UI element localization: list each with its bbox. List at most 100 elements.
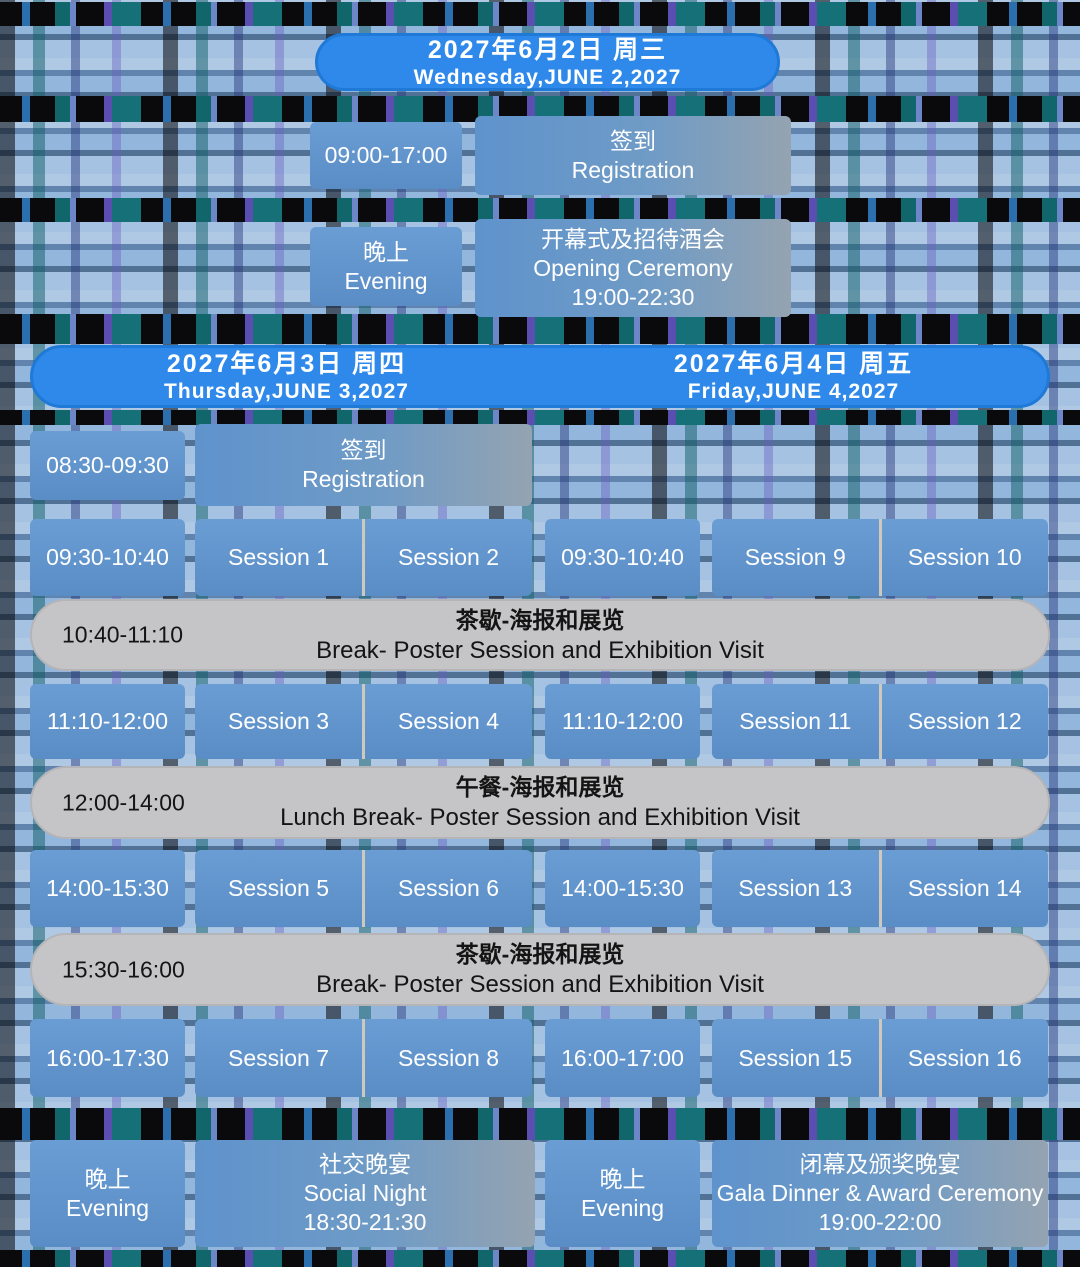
session-cell: Session 2 <box>362 519 532 596</box>
event-zh: 签到 <box>610 127 656 154</box>
event-en: Registration <box>571 156 695 183</box>
time-label: 09:30-10:40 <box>561 544 684 570</box>
thu-time-cell: 16:00-17:30 <box>30 1019 185 1097</box>
thursday-title-zh: 2027年6月3日 周四 <box>166 350 407 378</box>
thursday-title-en: Thursday,JUNE 3,2027 <box>164 380 409 403</box>
thu-evening-time-cell: 晚上 Evening <box>30 1140 185 1247</box>
thu-registration-event-cell: 签到 Registration <box>195 424 532 506</box>
session-cell: Session 16 <box>878 1019 1048 1097</box>
break-zh: 茶歇-海报和展览 <box>455 941 625 967</box>
session-cell: Session 13 <box>712 850 879 927</box>
event-en: Social Night <box>303 1180 427 1206</box>
social-night-cell: 社交晚宴 Social Night 18:30-21:30 <box>195 1140 535 1247</box>
glitch-band <box>0 314 1080 344</box>
time-en: Evening <box>580 1194 665 1221</box>
event-en: Opening Ceremony <box>533 254 733 281</box>
session-cell: Session 9 <box>712 519 879 596</box>
glitch-band <box>0 410 1080 425</box>
time-label: 14:00-15:30 <box>46 875 169 901</box>
friday-header: 2027年6月4日 周五 Friday,JUNE 4,2027 <box>540 349 1047 404</box>
fri-time-cell: 11:10-12:00 <box>545 684 700 759</box>
session-label: Session 12 <box>907 708 1022 734</box>
time-label: 14:00-15:30 <box>561 875 684 901</box>
wednesday-title-en: Wednesday,JUNE 2,2027 <box>413 65 682 89</box>
thursday-header: 2027年6月3日 周四 Thursday,JUNE 3,2027 <box>33 349 540 404</box>
session-label: Session 9 <box>744 544 846 570</box>
session-cell: Session 1 <box>195 519 362 596</box>
event-time: 19:00-22:00 <box>818 1209 942 1235</box>
session-cell: Session 6 <box>362 850 532 927</box>
break-en: Lunch Break- Poster Session and Exhibiti… <box>280 804 800 831</box>
thu-session-pair: Session 1 Session 2 <box>195 519 532 596</box>
session-cell: Session 10 <box>878 519 1048 596</box>
time-label: 16:00-17:30 <box>46 1044 169 1071</box>
thu-registration-time-cell: 08:30-09:30 <box>30 431 185 500</box>
fri-session-pair: Session 13 Session 14 <box>712 850 1048 927</box>
fri-time-cell: 09:30-10:40 <box>545 519 700 596</box>
glitch-band <box>0 2 1080 26</box>
wed-registration-event-cell: 签到 Registration <box>475 116 791 195</box>
fri-session-pair: Session 11 Session 12 <box>712 684 1048 759</box>
break-pill: 15:30-16:00 茶歇-海报和展览 Break- Poster Sessi… <box>30 933 1050 1006</box>
session-cell: Session 15 <box>712 1019 879 1097</box>
time-label: 08:30-09:30 <box>46 452 169 478</box>
session-label: Session 6 <box>397 875 499 901</box>
wednesday-title-zh: 2027年6月2日 周三 <box>427 35 668 64</box>
event-time: 18:30-21:30 <box>303 1209 427 1235</box>
session-label: Session 15 <box>738 1044 853 1071</box>
wed-registration-time-cell: 09:00-17:00 <box>310 122 462 189</box>
thu-time-cell: 11:10-12:00 <box>30 684 185 759</box>
session-cell: Session 5 <box>195 850 362 927</box>
thu-session-pair: Session 5 Session 6 <box>195 850 532 927</box>
glitch-band <box>0 1250 1080 1267</box>
thursday-friday-header: 2027年6月3日 周四 Thursday,JUNE 3,2027 2027年6… <box>30 345 1050 408</box>
session-cell: Session 4 <box>362 684 532 759</box>
event-en: Gala Dinner & Award Ceremony <box>716 1180 1044 1206</box>
wednesday-header: 2027年6月2日 周三 Wednesday,JUNE 2,2027 <box>315 33 780 91</box>
session-label: Session 4 <box>397 708 499 734</box>
time-label: 16:00-17:00 <box>561 1044 684 1071</box>
glitch-band <box>0 198 1080 222</box>
time-zh: 晚上 <box>599 1165 646 1192</box>
break-time: 15:30-16:00 <box>62 956 185 982</box>
time-en: Evening <box>344 267 428 294</box>
session-label: Session 11 <box>739 708 852 734</box>
session-label: Session 7 <box>227 1044 329 1071</box>
time-zh: 晚上 <box>363 238 409 265</box>
event-en: Registration <box>302 466 425 492</box>
session-label: Session 1 <box>227 544 329 570</box>
time-en: Evening <box>65 1194 150 1221</box>
wed-evening-time-cell: 晚上 Evening <box>310 227 462 306</box>
session-label: Session 10 <box>907 544 1022 570</box>
session-label: Session 5 <box>227 875 329 901</box>
fri-time-cell: 16:00-17:00 <box>545 1019 700 1097</box>
time-zh: 晚上 <box>84 1165 131 1192</box>
event-zh: 社交晚宴 <box>319 1151 411 1177</box>
session-label: Session 16 <box>907 1044 1022 1071</box>
break-en: Break- Poster Session and Exhibition Vis… <box>316 971 764 998</box>
event-zh: 签到 <box>340 437 387 463</box>
event-zh: 闭幕及颁奖晚宴 <box>799 1151 961 1177</box>
thu-time-cell: 09:30-10:40 <box>30 519 185 596</box>
thu-session-pair: Session 3 Session 4 <box>195 684 532 759</box>
fri-session-pair: Session 9 Session 10 <box>712 519 1048 596</box>
session-label: Session 8 <box>397 1044 499 1071</box>
session-label: Session 13 <box>738 875 853 901</box>
wed-opening-ceremony-cell: 开幕式及招待酒会 Opening Ceremony 19:00-22:30 <box>475 219 791 317</box>
fri-evening-time-cell: 晚上 Evening <box>545 1140 700 1247</box>
event-zh: 开幕式及招待酒会 <box>541 225 725 252</box>
event-time: 19:00-22:30 <box>571 283 695 310</box>
session-label: Session 2 <box>397 544 499 570</box>
friday-title-en: Friday,JUNE 4,2027 <box>687 380 900 403</box>
session-cell: Session 11 <box>712 684 879 759</box>
break-time: 12:00-14:00 <box>62 789 185 815</box>
friday-title-zh: 2027年6月4日 周五 <box>673 350 914 378</box>
session-label: Session 14 <box>907 875 1022 901</box>
thu-time-cell: 14:00-15:30 <box>30 850 185 927</box>
session-label: Session 3 <box>227 708 329 734</box>
session-cell: Session 14 <box>878 850 1048 927</box>
fri-session-pair: Session 15 Session 16 <box>712 1019 1048 1097</box>
break-time: 10:40-11:10 <box>62 621 184 648</box>
session-cell: Session 8 <box>362 1019 532 1097</box>
